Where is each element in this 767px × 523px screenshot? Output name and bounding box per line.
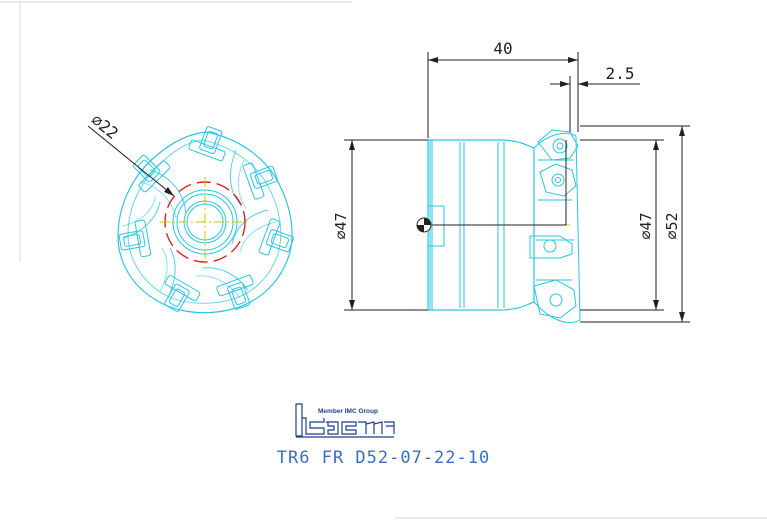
bore-dimension-label: ⌀22 bbox=[88, 110, 122, 143]
offset-dimension: 2.5 bbox=[550, 64, 640, 132]
body-diameter-right-label: ⌀47 bbox=[637, 212, 655, 239]
side-insert-top bbox=[537, 129, 579, 161]
model-designation: TR6 FR D52-07-22-10 bbox=[276, 448, 491, 468]
insert-3 bbox=[258, 218, 294, 256]
cut-diameter-label: ⌀52 bbox=[663, 212, 681, 239]
side-insert-middle bbox=[529, 235, 573, 259]
offset-dimension-label: 2.5 bbox=[606, 64, 635, 83]
length-dimension: 40 bbox=[427, 39, 579, 138]
insert-2 bbox=[242, 162, 278, 200]
center-mark-icon bbox=[416, 217, 432, 233]
iscar-logo: Member IMC Group bbox=[295, 403, 395, 438]
length-dimension-label: 40 bbox=[493, 39, 512, 58]
body-diameter-left-label: ⌀47 bbox=[332, 212, 350, 239]
insert-1 bbox=[188, 126, 226, 162]
body-diameter-left: ⌀47 bbox=[332, 139, 428, 311]
insert-7 bbox=[132, 154, 171, 193]
bore-dimension: ⌀22 bbox=[88, 110, 175, 197]
body-diameter-right: ⌀47 bbox=[580, 139, 664, 311]
side-insert-lower bbox=[533, 279, 577, 319]
insert-4 bbox=[216, 274, 254, 310]
insert-6 bbox=[118, 219, 152, 258]
side-insert-upper bbox=[539, 163, 577, 197]
cut-diameter: ⌀52 bbox=[580, 125, 690, 323]
insert-5 bbox=[164, 275, 201, 312]
side-view bbox=[427, 129, 581, 324]
front-view bbox=[117, 126, 294, 314]
logo-tagline: Member IMC Group bbox=[318, 408, 378, 415]
